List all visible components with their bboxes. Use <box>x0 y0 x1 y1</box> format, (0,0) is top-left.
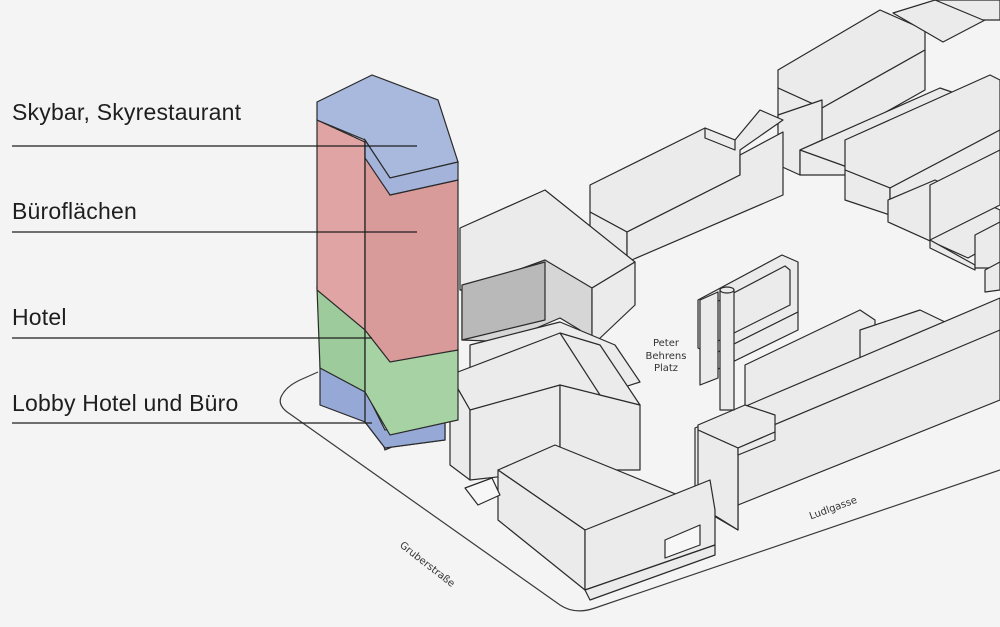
building-right-upper <box>887 149 1000 271</box>
place-label-line2: Behrens <box>645 350 687 362</box>
label-office: Büroflächen <box>12 198 137 224</box>
building-front <box>464 444 716 601</box>
place-label-line1: Peter <box>652 338 679 349</box>
place-label-line3: Platz <box>653 363 679 374</box>
building-right-long <box>694 261 1000 531</box>
building-left-block <box>589 109 784 263</box>
label-lobby: Lobby Hotel und Büro <box>12 390 239 416</box>
label-skybar: Skybar, Skyrestaurant <box>12 99 242 125</box>
tower <box>316 74 459 451</box>
chimney <box>697 254 799 411</box>
place-label: Peter Behrens Platz <box>636 338 696 376</box>
street-outline <box>279 371 1000 612</box>
label-hotel: Hotel <box>12 304 67 330</box>
